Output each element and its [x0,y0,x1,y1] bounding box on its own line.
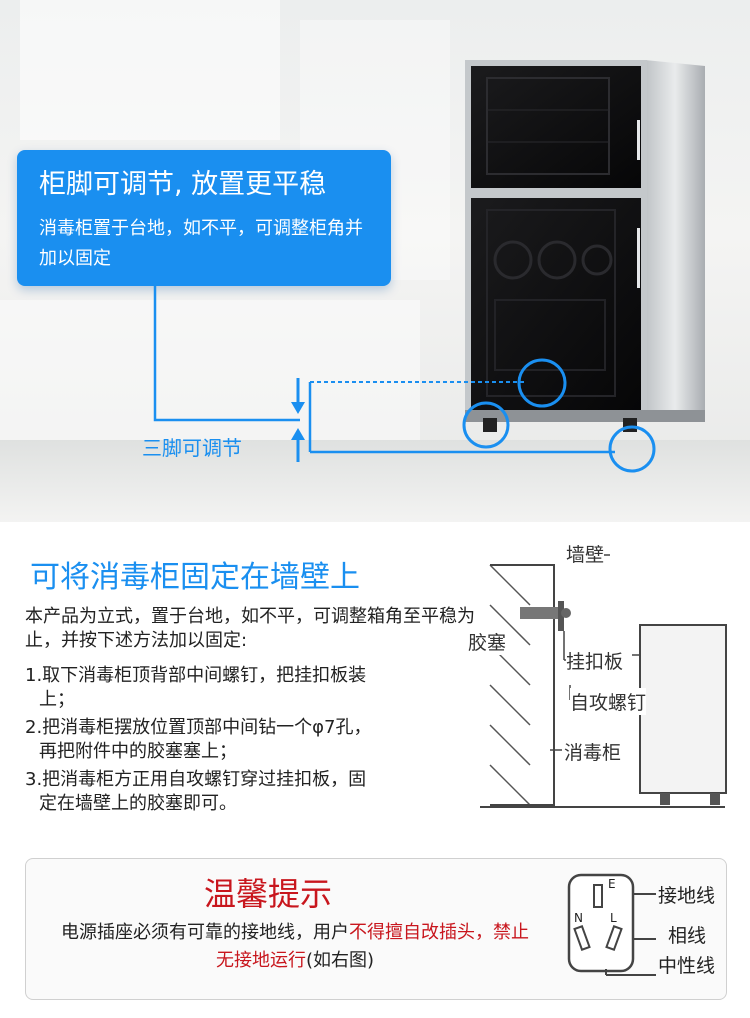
background-window [20,0,280,140]
label-screw: 自攻螺钉 [570,688,647,715]
step-line: 上； [39,689,75,710]
wall-mount-intro: 本产品为立式，置于台地，如不平，可调整箱角至平稳为止，并按下述方法加以固定: [25,606,475,651]
warm-tip-title: 温馨提示 [204,875,333,913]
label-cabinet: 消毒柜 [564,738,622,765]
step-line: 1.取下消毒柜顶背部中间螺钉，把挂扣板装 [25,665,367,686]
socket-letter-n: N [574,911,583,925]
countertop [0,440,750,522]
step-line: 定在墙壁上的胶塞即可。 [39,793,237,814]
step-item: 3.把消毒柜方正用自攻螺钉穿过挂扣板，固 定在墙壁上的胶塞即可。 [25,768,465,816]
adjustable-feet-callout: 柜脚可调节, 放置更平稳 消毒柜置于台地，如不平，可调整柜角并加以固定 [17,150,391,286]
wall-hatching [489,564,531,806]
wall-mount-diagram [480,554,727,808]
label-plug: 胶塞 [468,628,507,655]
disinfection-cabinet-image [465,60,705,432]
installation-steps: 1.取下消毒柜顶背部中间螺钉，把挂扣板装 上； 2.把消毒柜摆放位置顶部中间钻一… [25,664,465,820]
callout-title: 柜脚可调节, 放置更平稳 [39,169,327,200]
label-phase-wire: 相线 [668,925,707,947]
step-line: 3.把消毒柜方正用自攻螺钉穿过挂扣板，固 [25,769,367,790]
tip-text-normal: (如右图) [305,950,375,971]
label-hook-plate: 挂扣板 [566,647,624,674]
wall-mount-title: 可将消毒柜固定在墙壁上 [30,560,360,595]
background-cabinet-panel [0,300,420,440]
label-neutral-wire: 中性线 [658,955,716,977]
socket-letter-e: E [608,877,616,891]
label-wall: 墙壁 [566,540,605,567]
warm-tip-box: 温馨提示 电源插座必须有可靠的接地线，用户不得擅自改插头，禁止无接地运行(如右图… [25,858,727,1000]
feet-adjustable-label: 三脚可调节 [142,436,242,460]
tip-text-normal: 电源插座必须有可靠的接地线，用户 [61,922,349,943]
step-line: 2.把消毒柜摆放位置顶部中间钻一个φ7孔， [25,717,372,738]
step-item: 1.取下消毒柜顶背部中间螺钉，把挂扣板装 上； [25,664,465,712]
socket-letter-l: L [610,911,617,925]
grounded-socket-icon [567,873,656,976]
label-ground-wire: 接地线 [658,885,716,907]
step-line: 再把附件中的胶塞塞上； [39,741,237,762]
feet-indicator-lines [153,286,656,473]
warm-tip-text: 电源插座必须有可靠的接地线，用户不得擅自改插头，禁止无接地运行(如右图) [60,919,530,975]
step-item: 2.把消毒柜摆放位置顶部中间钻一个φ7孔， 再把附件中的胶塞塞上； [25,716,465,764]
tip-text-warning: 不得擅自改插头，禁止无接地运行 [215,922,529,971]
up-arrow-icon [291,428,305,462]
hero-section: 柜脚可调节, 放置更平稳 消毒柜置于台地，如不平，可调整柜角并加以固定 三脚可调… [0,0,750,522]
down-arrow-icon [291,378,305,414]
callout-description: 消毒柜置于台地，如不平，可调整柜角并加以固定 [39,218,363,269]
